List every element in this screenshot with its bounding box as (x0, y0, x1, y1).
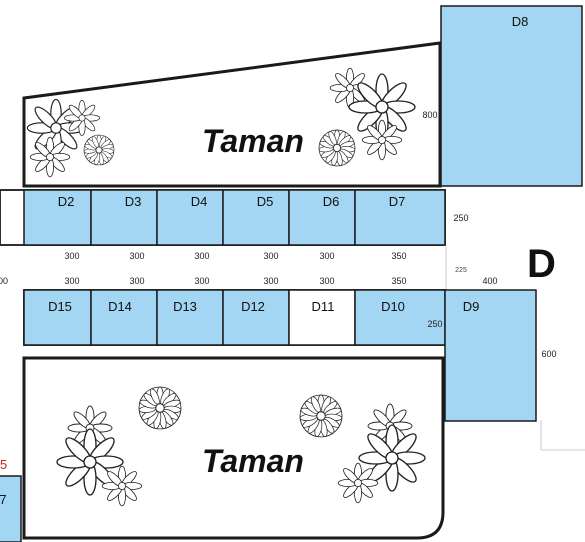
zone-label: D (527, 242, 556, 286)
stall-D5-label: D5 (257, 194, 274, 209)
garden-bottom-label: Taman (202, 443, 304, 479)
dim-bottom-width: 00 (0, 276, 8, 286)
dim-top-width: 300 (129, 251, 144, 261)
stall-D8[interactable] (440, 5, 583, 187)
stall-D2-label: D2 (58, 194, 75, 209)
stall-edge-left-label: 7 (0, 492, 7, 507)
stall-D14-label: D14 (108, 299, 132, 314)
stall-D9[interactable] (444, 289, 537, 422)
stall-D11[interactable] (288, 289, 356, 346)
dim-gap: 225 (455, 267, 467, 274)
stall-D7[interactable] (354, 189, 446, 246)
dim-top-width: 300 (263, 251, 278, 261)
stall-D6-label: D6 (323, 194, 340, 209)
stall-D12-label: D12 (241, 299, 265, 314)
dim-top-width: 300 (194, 251, 209, 261)
stall-D14[interactable] (90, 289, 158, 346)
dim-d9-height: 600 (541, 349, 556, 359)
edge-red-number: 5 (0, 457, 7, 472)
stall-D9-label: D9 (463, 299, 480, 314)
stall-D15-label: D15 (48, 299, 72, 314)
stall-D6[interactable] (288, 189, 356, 246)
dim-bottom-width: 300 (319, 276, 334, 286)
dim-bottom-width: 350 (391, 276, 406, 286)
stall-D2[interactable] (23, 189, 92, 246)
stall-D4[interactable] (156, 189, 224, 246)
garden-top-label: Taman (202, 123, 304, 159)
stall-D15[interactable] (23, 289, 92, 346)
stall-D13-label: D13 (173, 299, 197, 314)
stall-D11-label: D11 (312, 299, 335, 314)
dim-top-width: 350 (391, 251, 406, 261)
dim-d10-height: 250 (427, 319, 442, 329)
stall-D10-label: D10 (381, 299, 405, 314)
dim-top-width: 300 (319, 251, 334, 261)
dim-bottom-width: 300 (64, 276, 79, 286)
dim-top-row-height: 250 (453, 213, 468, 223)
stall-D3-label: D3 (125, 194, 142, 209)
dim-bottom-width: 300 (263, 276, 278, 286)
stall-D13[interactable] (156, 289, 224, 346)
stall-D7-label: D7 (389, 194, 406, 209)
stall-D10[interactable] (354, 289, 446, 346)
dim-bottom-width: 300 (129, 276, 144, 286)
stall-D8-label: D8 (512, 14, 529, 29)
dim-top-width: 300 (64, 251, 79, 261)
dim-d9-width: 400 (482, 276, 497, 286)
dim-d8-height: 800 (422, 110, 437, 120)
stall-D12[interactable] (222, 289, 290, 346)
stall-edge-left[interactable] (0, 475, 22, 542)
stall-D3[interactable] (90, 189, 158, 246)
stall-D4-label: D4 (191, 194, 208, 209)
dim-bottom-width: 300 (194, 276, 209, 286)
